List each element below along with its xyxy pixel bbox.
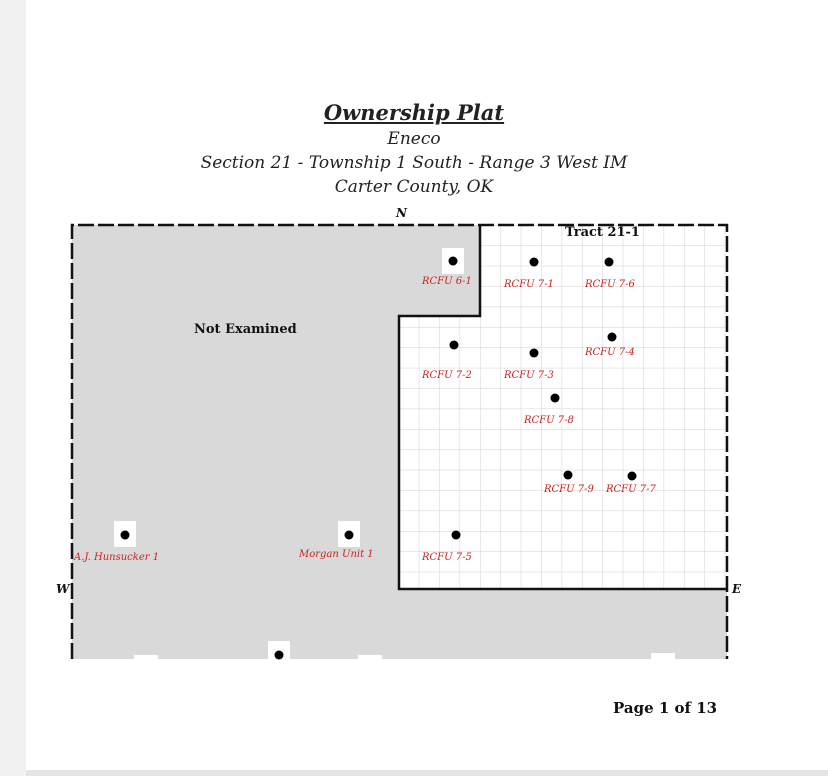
- not-examined-label: Not Examined: [194, 322, 297, 337]
- well-label: RCFU 6-1: [422, 276, 472, 287]
- well-marker: [344, 530, 354, 540]
- well-marker: [120, 530, 130, 540]
- well-marker: [529, 257, 539, 267]
- well-label: RCFU 7-9: [544, 484, 594, 495]
- page-number: Page 1 of 13: [613, 699, 718, 717]
- well-marker: [607, 332, 617, 342]
- well-marker: [604, 257, 614, 267]
- not-examined-area: [72, 225, 727, 659]
- well-pad: [358, 655, 382, 659]
- compass-east: E: [732, 582, 742, 596]
- compass-west: W: [56, 582, 70, 596]
- well-label: RCFU 7-1: [504, 279, 554, 290]
- well-label: Morgan Unit 1: [299, 549, 374, 560]
- viewer-bottom-bar: [26, 770, 828, 776]
- well-marker: [563, 470, 573, 480]
- well-label: RCFU 7-8: [524, 415, 574, 426]
- well-marker: [451, 530, 461, 540]
- well-pad: [134, 655, 158, 659]
- well-label: RCFU 7-4: [585, 347, 635, 358]
- well-marker: [448, 256, 458, 266]
- well-label: RCFU 7-5: [422, 552, 472, 563]
- plat-title: Ownership Plat: [323, 100, 505, 125]
- well-label: A.J. Hunsucker 1: [74, 552, 160, 563]
- well-label: RCFU 7-6: [585, 279, 635, 290]
- well-pad: [651, 653, 675, 659]
- tract-label: Tract 21-1: [565, 225, 640, 240]
- tract-boundary: [397, 225, 727, 591]
- well-marker: [274, 650, 284, 660]
- section-boundary: [70, 223, 729, 659]
- well-marker: [529, 348, 539, 358]
- well-pad: [268, 641, 290, 659]
- county-state: Carter County, OK: [334, 177, 494, 197]
- well-label: RCFU 7-3: [504, 370, 554, 381]
- well-marker: [627, 471, 637, 481]
- compass-north: N: [396, 206, 407, 220]
- well-label: RCFU 7-7: [606, 484, 656, 495]
- operator-name: Eneco: [387, 129, 441, 149]
- well-label: RCFU 7-2: [422, 370, 472, 381]
- well-marker: [449, 340, 459, 350]
- well-marker: [550, 393, 560, 403]
- legal-location: Section 21 - Township 1 South - Range 3 …: [200, 153, 628, 173]
